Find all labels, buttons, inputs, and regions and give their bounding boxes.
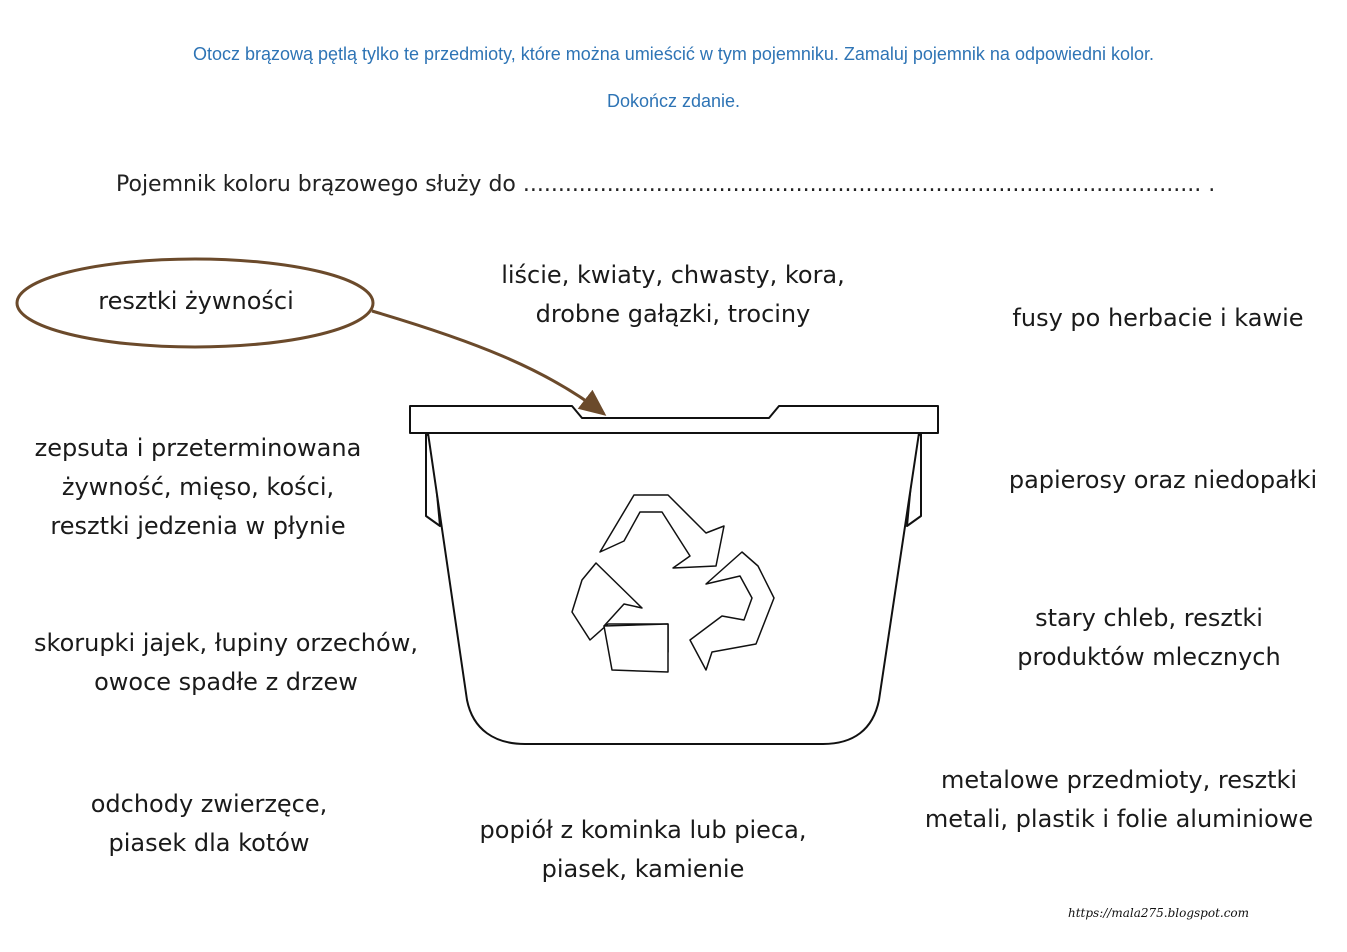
item-line: fusy po herbacie i kawie [1012, 304, 1304, 332]
item-skorupki-jajek[interactable]: skorupki jajek, łupiny orzechów, owoce s… [10, 624, 442, 702]
item-line: popiół z kominka lub pieca, [479, 816, 807, 844]
item-line: skorupki jajek, łupiny orzechów, [34, 629, 418, 657]
item-metalowe-przedmioty[interactable]: metalowe przedmioty, resztki metali, pla… [900, 761, 1338, 839]
item-line: metalowe przedmioty, resztki [940, 766, 1298, 794]
item-zepsuta-zywnosc[interactable]: zepsuta i przeterminowana żywność, mięso… [10, 429, 386, 546]
brown-bin[interactable] [409, 405, 939, 745]
item-line: piasek, kamienie [541, 855, 745, 883]
bin-lid [409, 405, 939, 434]
item-line: stary chleb, resztki [1035, 604, 1263, 632]
item-line: odchody zwierzęce, [90, 790, 328, 818]
item-popiol[interactable]: popiół z kominka lub pieca, piasek, kami… [450, 811, 836, 889]
example-item-resztki-zywnosci[interactable]: resztki żywności [98, 287, 294, 315]
item-line: drobne gałązki, trociny [535, 300, 811, 328]
item-line: owoce spadłe z drzew [94, 668, 358, 696]
item-line: papierosy oraz niedopałki [1008, 466, 1318, 494]
brown-loop-example [15, 257, 375, 349]
instruction-line-2: Dokończ zdanie. [606, 91, 741, 111]
recycle-icon [571, 494, 775, 673]
item-line: resztki jedzenia w płynie [50, 512, 346, 540]
item-fusy[interactable]: fusy po herbacie i kawie [982, 299, 1334, 338]
item-line: żywność, mięso, kości, [61, 473, 335, 501]
item-liscie-kwiaty[interactable]: liście, kwiaty, chwasty, kora, drobne ga… [472, 256, 874, 334]
item-line: produktów mlecznych [1017, 643, 1281, 671]
item-line: zepsuta i przeterminowana [34, 434, 362, 462]
arrow-to-bin [371, 309, 607, 416]
item-papierosy[interactable]: papierosy oraz niedopałki [982, 461, 1344, 500]
item-stary-chleb[interactable]: stary chleb, resztki produktów mlecznych [982, 599, 1316, 677]
item-line: liście, kwiaty, chwasty, kora, [501, 261, 845, 289]
bin-body [427, 432, 920, 745]
item-line: metali, plastik i folie aluminiowe [924, 805, 1314, 833]
item-line: piasek dla kotów [108, 829, 310, 857]
sentence-to-complete[interactable]: Pojemnik koloru brązowego służy do .....… [116, 172, 1216, 197]
item-odchody-zwierzece[interactable]: odchody zwierzęce, piasek dla kotów [40, 785, 378, 863]
source-credit: https://mala275.blogspot.com [1068, 906, 1250, 920]
instruction-line-1: Otocz brązową pętlą tylko te przedmioty,… [192, 44, 1155, 64]
